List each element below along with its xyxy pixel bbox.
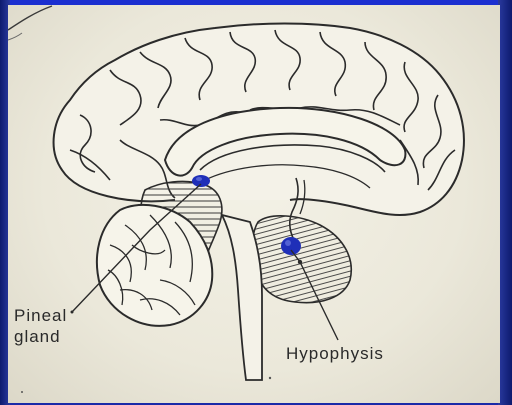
hypophysis-label: Hypophysis xyxy=(286,344,384,363)
hypothalamus-region xyxy=(253,216,352,303)
pineal-gland-label-line1: Pineal xyxy=(14,306,67,325)
pineal-gland-highlight xyxy=(192,175,210,187)
brainstem xyxy=(222,215,262,380)
pineal-gland-label-line2: gland xyxy=(14,327,61,346)
hypophysis-highlight xyxy=(281,237,301,255)
